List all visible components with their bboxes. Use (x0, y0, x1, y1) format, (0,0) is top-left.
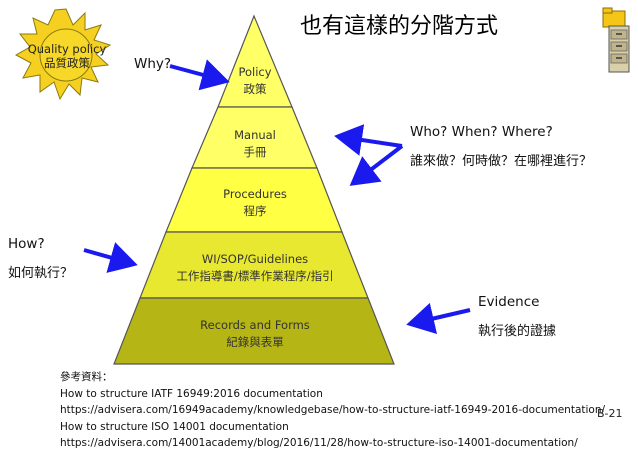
tier-procedures-en: Procedures (223, 187, 287, 201)
filing-cabinet-icon (608, 25, 630, 73)
evidence-label: Evidence (478, 294, 540, 310)
sun-label-en: Quality policy (27, 42, 107, 56)
tier-manual-zh: 手冊 (243, 145, 267, 159)
tier-wi-en: WI/SOP/Guidelines (201, 252, 309, 266)
folder-icon (602, 7, 626, 28)
tier-policy-zh: 政策 (243, 82, 267, 96)
tier-records-en: Records and Forms (200, 318, 310, 332)
sun-label-zh: 品質政策 (44, 56, 90, 70)
sun-label: Quality policy 品質政策 (22, 42, 112, 70)
evidence-arrow (406, 302, 471, 335)
who-arrow-upper (334, 124, 403, 156)
who-arrow-lower (349, 144, 404, 186)
who-label: Who? When? Where? (410, 124, 553, 140)
how-arrow (83, 242, 138, 273)
tier-records-zh: 紀錄與表單 (226, 335, 284, 349)
sun-icon (14, 8, 112, 101)
reference-link[interactable]: https://advisera.com/16949academy/knowle… (60, 404, 606, 416)
why-arrow (169, 59, 230, 91)
tier-manual-en: Manual (234, 128, 276, 142)
how-label: How? (8, 236, 45, 252)
why-label: Why? (134, 56, 172, 72)
tier-records-label: Records and Forms 紀錄與表單 (150, 317, 360, 351)
evidence-label-zh: 執行後的證據 (478, 324, 557, 339)
reference-link[interactable]: https://advisera.com/14001academy/blog/2… (60, 437, 578, 449)
page-title: 也有這樣的分階方式 (300, 14, 499, 39)
page-number: B-21 (597, 407, 623, 420)
reference-line: How to structure ISO 14001 documentation (60, 420, 289, 433)
references: 參考資料： How to structure IATF 16949:2016 d… (60, 369, 605, 452)
who-label-zh: 誰來做？何時做？在哪裡進行？ (410, 154, 593, 169)
references-header: 參考資料： (60, 371, 113, 383)
reference-line: How to structure IATF 16949:2016 documen… (60, 387, 323, 400)
tier-policy-label: Policy 政策 (214, 64, 296, 98)
tier-procedures-label: Procedures 程序 (174, 186, 336, 220)
tier-wi-label: WI/SOP/Guidelines 工作指導書/標準作業程序/指引 (150, 251, 360, 285)
tier-procedures-zh: 程序 (243, 204, 267, 218)
how-label-zh: 如何執行？ (8, 266, 74, 281)
tier-records (113, 297, 395, 365)
tier-policy-en: Policy (238, 65, 272, 79)
tier-wi-zh: 工作指導書/標準作業程序/指引 (176, 269, 334, 283)
tier-manual-label: Manual 手冊 (194, 127, 316, 161)
